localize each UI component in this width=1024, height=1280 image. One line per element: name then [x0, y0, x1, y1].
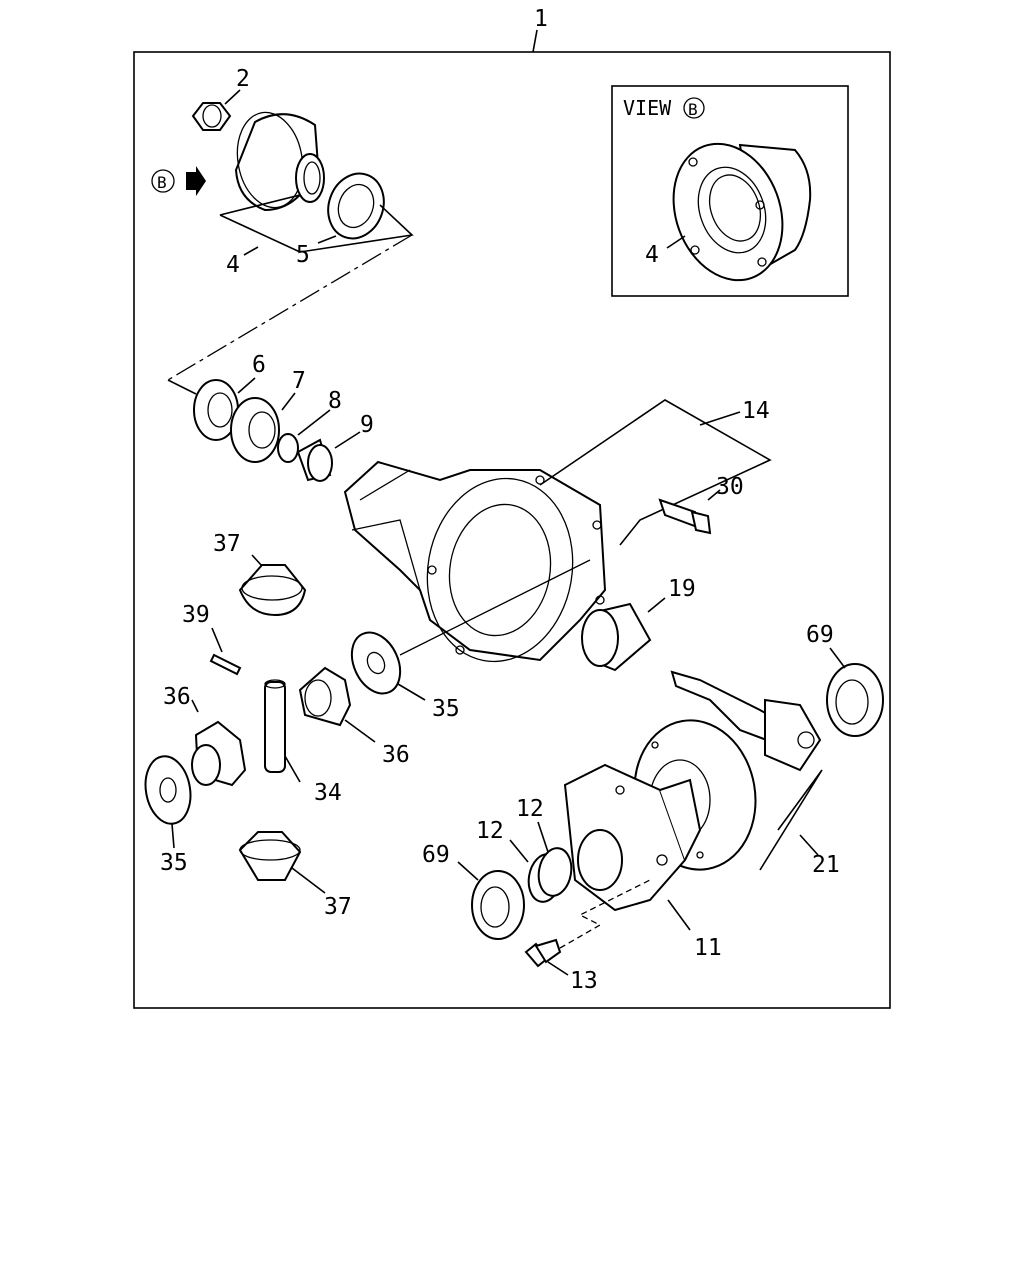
- callout-13: 13: [570, 968, 598, 994]
- shim-washer: 8: [277, 388, 342, 463]
- oil-seal: [327, 172, 385, 240]
- collapsible-spacer: 9: [296, 412, 374, 482]
- drive-pinion: [670, 670, 822, 772]
- flange-nut: 2: [191, 66, 250, 131]
- callout-37-upper: 37: [213, 531, 241, 557]
- view-marker: B: [688, 100, 698, 119]
- side-bearing-left: 69: [422, 842, 525, 940]
- differential-case: 11: [563, 763, 722, 961]
- callout-12-a: 12: [476, 818, 504, 844]
- callout-30: 30: [716, 474, 744, 500]
- pinion-bearing-inner: 7: [230, 368, 306, 463]
- callout-19: 19: [668, 576, 696, 602]
- pinion-gear-right: 36: [298, 666, 410, 768]
- callout-8: 8: [328, 388, 342, 414]
- callout-12-b: 12: [516, 796, 544, 822]
- view-b-inset: VIEW B 4: [611, 85, 849, 297]
- callout-34: 34: [314, 780, 342, 806]
- callout-4-view: 4: [645, 242, 659, 268]
- svg-text:B: B: [157, 173, 167, 192]
- callout-2: 2: [236, 66, 250, 92]
- pinion-bearing-outer: 6: [193, 352, 266, 441]
- callout-35-right: 35: [432, 696, 460, 722]
- thrust-washer-left: 35: [144, 755, 192, 876]
- callout-36-left: 36: [163, 684, 191, 710]
- callout-69-left: 69: [422, 842, 450, 868]
- callout-6: 6: [252, 352, 266, 378]
- side-gear-upper: 37: [213, 531, 307, 617]
- callout-5: 5: [296, 242, 310, 268]
- callout-39: 39: [182, 602, 210, 628]
- side-bearing-right: 69: [806, 622, 884, 737]
- callout-37-lower: 37: [324, 894, 352, 920]
- callout-35-left: 35: [160, 850, 188, 876]
- side-bearing-cup: 19: [581, 576, 696, 672]
- companion-flange: [234, 111, 325, 212]
- callout-69-right: 69: [806, 622, 834, 648]
- side-shims: 12 12: [476, 796, 573, 903]
- diagram-frame: [133, 51, 891, 1009]
- thrust-washer-right: 35: [350, 631, 460, 722]
- lock-pin: 39: [182, 602, 242, 676]
- ring-gear-bolt: 13: [524, 879, 651, 994]
- pinion-shaft: 34: [264, 679, 342, 806]
- view-label: VIEW: [623, 96, 672, 120]
- callout-14: 14: [742, 398, 770, 424]
- callout-36-right: 36: [382, 742, 410, 768]
- carrier-bolt: 30: [658, 474, 744, 535]
- pinion-gear-left: 36: [163, 684, 247, 787]
- differential-carrier: [343, 460, 607, 663]
- view-b-arrow: B: [151, 166, 206, 196]
- callout-9: 9: [360, 412, 374, 438]
- callout-21: 21: [812, 852, 840, 878]
- callout-1: 1: [534, 6, 548, 32]
- side-gear-lower: 37: [238, 831, 352, 920]
- callout-7: 7: [292, 368, 306, 394]
- callout-4: 4: [226, 252, 240, 278]
- callout-11: 11: [694, 935, 722, 961]
